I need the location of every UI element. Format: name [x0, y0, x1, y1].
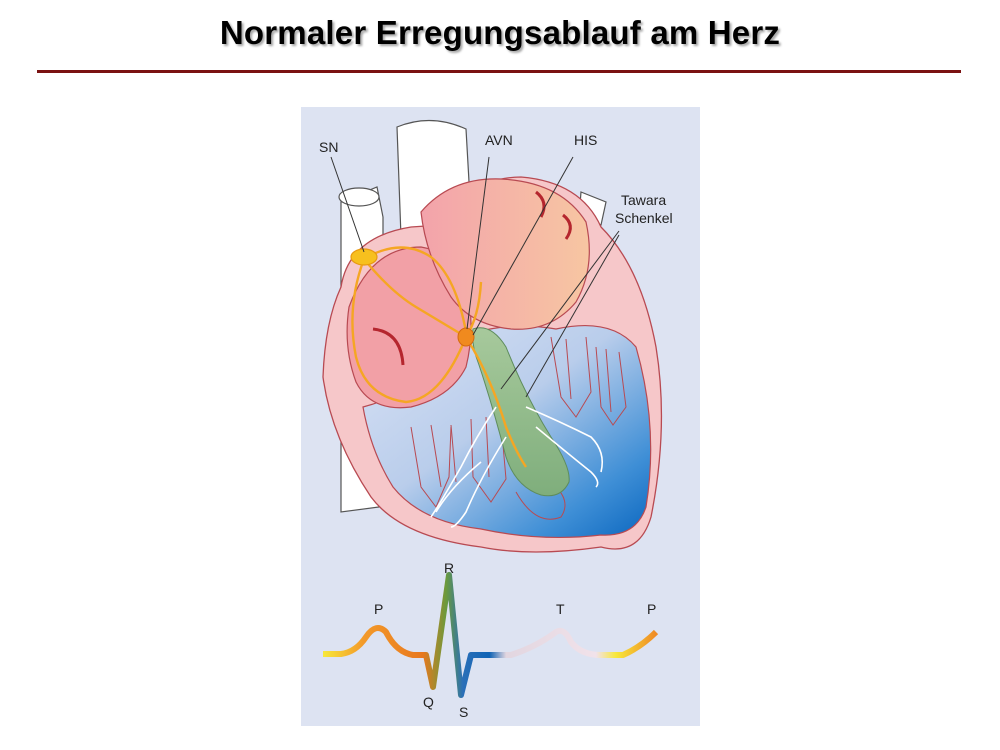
slide-title: Normaler Erregungsablauf am Herz [219, 14, 781, 51]
title-divider [37, 70, 961, 73]
right-atrium [346, 246, 472, 409]
valve-curl-3 [372, 327, 405, 366]
purkinje-fibers [430, 406, 604, 528]
left-atrium [420, 178, 590, 330]
label-tawara-line2: Schenkel [615, 210, 673, 226]
his-bundle [472, 327, 570, 497]
ecg-label-p1: P [374, 601, 383, 617]
heart-conduction-figure: SN AVN HIS Tawara Schenkel P R T P Q S [301, 107, 700, 726]
label-his: HIS [574, 132, 597, 148]
heart-diagram: SN AVN HIS Tawara Schenkel P R T P Q S [319, 119, 673, 720]
ecg-label-q: Q [423, 694, 434, 710]
av-node [457, 327, 475, 347]
valve-curl-2 [562, 213, 572, 240]
label-avn: AVN [485, 132, 513, 148]
valve-curl-1 [535, 190, 546, 218]
label-pointers [330, 156, 620, 398]
ecg-label-s: S [459, 704, 468, 720]
ecg-label-p2: P [647, 601, 656, 617]
label-sn: SN [319, 139, 338, 155]
label-tawara-line1: Tawara [621, 192, 666, 208]
ecg-trace [323, 572, 659, 698]
ecg-label-t: T [556, 601, 565, 617]
ecg-label-r: R [444, 560, 454, 576]
sinus-node [350, 248, 378, 266]
